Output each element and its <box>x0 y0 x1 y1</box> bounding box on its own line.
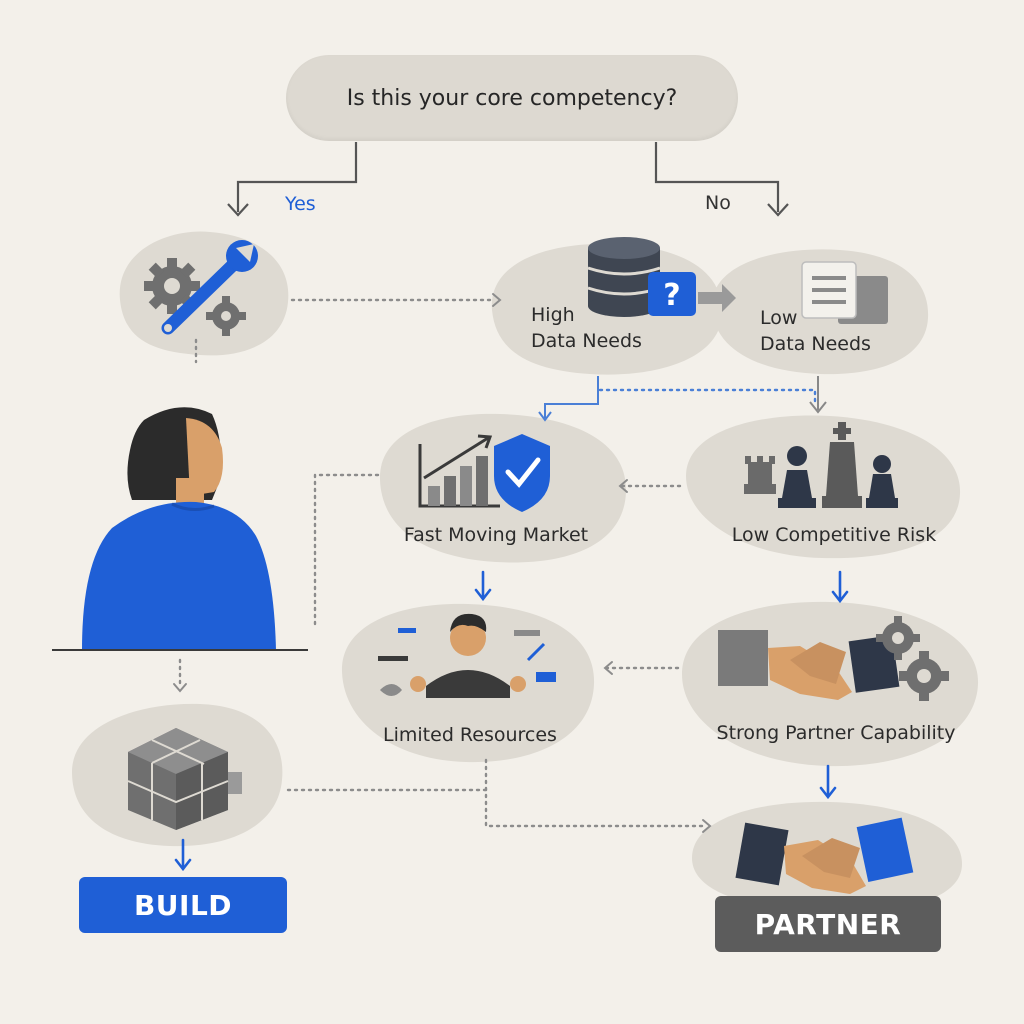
node-low-data-needs: Low Data Needs <box>760 305 871 357</box>
node-limited-resources: Limited Resources <box>383 724 557 746</box>
svg-text:?: ? <box>663 278 680 313</box>
node-fast-moving-market: Fast Moving Market <box>403 524 589 546</box>
high-data-line1: High <box>531 304 575 326</box>
cube-blocks-icon <box>127 728 242 830</box>
growth-shield-icon <box>418 434 550 512</box>
build-label: BUILD <box>133 888 233 922</box>
partnership-handshake-icon <box>735 817 914 894</box>
yes-arrowhead <box>227 203 249 217</box>
branch-no-label: No <box>705 192 731 214</box>
dotted-arrowheads <box>173 293 712 833</box>
blue-arrows <box>174 570 849 872</box>
bubble-low-risk <box>686 415 961 559</box>
document-icon <box>801 261 888 324</box>
handshake-gears-icon <box>718 616 949 701</box>
question-text: Is this your core competency? <box>346 85 678 111</box>
dotted-connectors <box>178 298 708 828</box>
node-strong-partner-capability: Strong Partner Capability <box>716 722 956 744</box>
node-high-data-needs: High Data Needs <box>531 302 642 354</box>
node-low-competitive-risk: Low Competitive Risk <box>731 524 937 546</box>
blue-dotted-connector <box>598 388 817 404</box>
person-silhouette <box>52 407 308 651</box>
database-question-icon: ? <box>587 237 736 317</box>
no-arrowhead <box>767 203 789 217</box>
connector-no <box>654 142 780 212</box>
connector-high-data-to-fast-market <box>544 376 599 418</box>
partner-label: PARTNER <box>754 907 902 941</box>
partner-outcome-button[interactable]: PARTNER <box>715 896 941 952</box>
low-data-line2: Data Needs <box>760 333 871 355</box>
chess-pieces-icon <box>744 422 898 508</box>
connector-yes <box>236 142 358 212</box>
question-pill: Is this your core competency? <box>286 55 738 141</box>
connector-low-data-arrowhead <box>809 401 827 414</box>
gear-wrench-icon <box>144 240 258 336</box>
stressed-person-icon <box>378 613 556 698</box>
high-data-line2: Data Needs <box>531 330 642 352</box>
branch-yes-label: Yes <box>285 193 316 215</box>
low-data-line1: Low <box>760 307 798 329</box>
build-outcome-button[interactable]: BUILD <box>79 877 287 933</box>
connector-high-data-arrowhead <box>538 411 552 422</box>
